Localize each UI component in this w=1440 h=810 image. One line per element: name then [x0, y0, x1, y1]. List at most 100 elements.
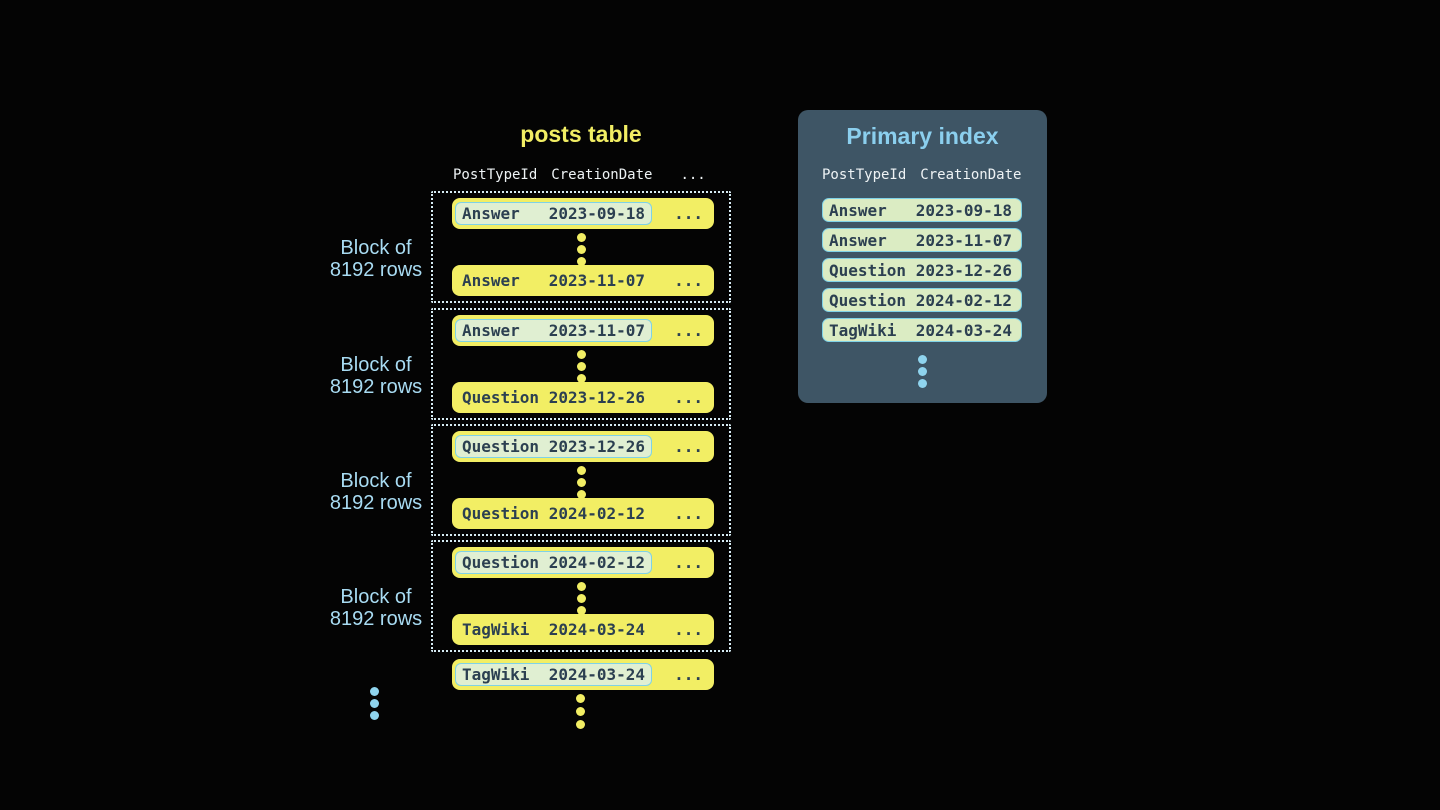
dot — [576, 707, 585, 716]
index-column-posttypeid: PostTypeId — [822, 167, 907, 183]
dot — [576, 694, 585, 703]
dot — [918, 379, 927, 388]
posts-column-more-ellipsis: ... — [680, 167, 706, 183]
dot — [576, 478, 586, 487]
primary-index-row: Question 2023-12-26 — [822, 258, 1022, 282]
creation-date-value: 2023-09-18 — [548, 204, 646, 223]
block-label-line1: Block of — [340, 470, 412, 492]
dot — [576, 594, 586, 603]
posts-column-creationdate: CreationDate — [551, 167, 653, 183]
dot — [576, 362, 586, 371]
block-boundary-highlight: Answer 2023-11-07 — [455, 319, 653, 342]
post-type-value: Question — [462, 388, 540, 407]
row-more-ellipsis: ... — [674, 271, 703, 290]
post-type-value: TagWiki — [462, 665, 530, 684]
row-values: Question 2023-12-26 — [455, 386, 652, 409]
dot — [576, 606, 586, 615]
post-type-value: Answer — [462, 204, 520, 223]
posts-block-2: Answer 2023-11-07... Question 2023-12-26... — [431, 308, 731, 420]
dot — [576, 490, 586, 499]
post-type-value: Question — [829, 260, 907, 280]
dot — [576, 245, 586, 254]
dot — [918, 355, 927, 364]
post-type-value: Question — [462, 504, 540, 523]
creation-date-value: 2023-11-07 — [915, 230, 1013, 250]
row-more-ellipsis: ... — [674, 388, 703, 407]
primary-index-panel: Primary index PostTypeId CreationDate An… — [798, 110, 1047, 403]
dot — [576, 720, 585, 729]
row-more-ellipsis: ... — [674, 504, 703, 523]
index-more-rows-ellipsis-dots — [798, 355, 1047, 388]
dot — [576, 466, 586, 475]
more-blocks-ellipsis-dots — [370, 687, 379, 720]
creation-date-value: 2024-03-24 — [915, 320, 1013, 340]
dot — [370, 711, 379, 720]
block-label-line2: 8192 rows — [329, 258, 423, 281]
post-type-value: Answer — [462, 321, 520, 340]
dot — [370, 699, 379, 708]
post-type-value: TagWiki — [829, 320, 897, 340]
primary-index-row: Answer 2023-09-18 — [822, 198, 1022, 222]
row-more-ellipsis: ... — [674, 321, 703, 340]
row-values: TagWiki 2024-03-24 — [455, 618, 652, 641]
post-type-value: TagWiki — [462, 620, 530, 639]
row-more-ellipsis: ... — [674, 437, 703, 456]
dot — [576, 374, 586, 383]
posts-table-column-headers: PostTypeId CreationDate ... — [453, 167, 706, 183]
post-type-value: Question — [462, 553, 540, 572]
dot — [576, 233, 586, 242]
posts-table-row: TagWiki 2024-03-24... — [452, 614, 714, 645]
dot — [370, 687, 379, 696]
posts-column-posttypeid: PostTypeId — [453, 167, 538, 183]
block-ellipsis-dots — [433, 582, 729, 615]
posts-table-row: Question 2024-02-12... — [452, 498, 714, 529]
dot — [918, 367, 927, 376]
block-label-line1: Block of — [340, 354, 412, 376]
creation-date-value: 2023-12-26 — [915, 260, 1013, 280]
posts-table-row: Answer 2023-09-18... — [452, 198, 714, 229]
post-type-value: Question — [462, 437, 540, 456]
row-values: Question 2024-02-12 — [455, 502, 652, 525]
post-type-value: Answer — [829, 200, 887, 220]
creation-date-value: 2024-03-24 — [548, 620, 646, 639]
row-more-ellipsis: ... — [674, 204, 703, 223]
block-ellipsis-dots — [433, 233, 729, 266]
creation-date-value: 2024-02-12 — [548, 504, 646, 523]
primary-index-title: Primary index — [846, 123, 999, 149]
creation-date-value: 2023-12-26 — [548, 388, 646, 407]
block-boundary-highlight: Answer 2023-09-18 — [455, 202, 653, 225]
post-type-value: Question — [829, 290, 907, 310]
dot — [576, 582, 586, 591]
block-label-line2: 8192 rows — [329, 491, 423, 514]
dot — [576, 257, 586, 266]
row-more-ellipsis: ... — [674, 620, 703, 639]
block-label-line2: 8192 rows — [329, 607, 423, 630]
posts-table-row: Answer 2023-11-07... — [452, 315, 714, 346]
creation-date-value: 2023-11-07 — [548, 321, 646, 340]
posts-overflow-ellipsis-dots — [576, 694, 585, 729]
posts-table-title: posts table — [520, 121, 642, 147]
dot — [576, 350, 586, 359]
posts-table-row: Question 2023-12-26... — [452, 382, 714, 413]
index-column-creationdate: CreationDate — [920, 167, 1022, 183]
block-label-line1: Block of — [340, 237, 412, 259]
creation-date-value: 2023-09-18 — [915, 200, 1013, 220]
block-label-line2: 8192 rows — [329, 375, 423, 398]
